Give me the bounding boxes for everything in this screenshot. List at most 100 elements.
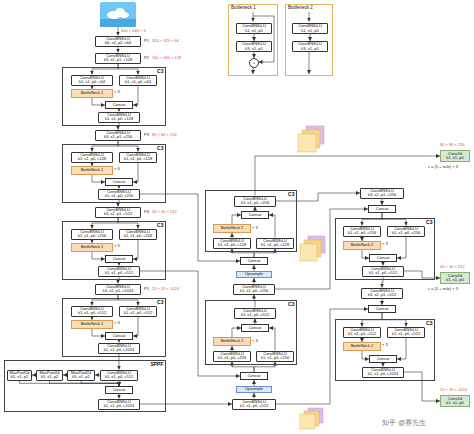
stage-label: P5 [144, 287, 149, 291]
connector [92, 141, 118, 152]
box-label: k1, s1, p0, c256 [348, 231, 376, 235]
box-label: k1, s1, p0, c512 [348, 332, 376, 336]
conv-box: ConvBNSiLUk1, s1, p0, c1024 [362, 367, 404, 378]
stage-label: P4 [144, 210, 149, 214]
conv-box: ConvBNSiLUk3, s2, p1, c512 [95, 207, 141, 218]
connector [92, 252, 105, 259]
conv-box: ConvBNSiLUk1, s1, p0, c256 [234, 196, 276, 207]
conv-box: MaxPool2dk5, s1, p2 [7, 370, 32, 381]
box-label: k1, s1, p0, c256 [241, 201, 269, 205]
feature-map-icon [300, 244, 317, 261]
box-label: k1, s1, p0, c256 [261, 356, 289, 360]
dimension-label: 80 × 80 × 256 [152, 133, 177, 137]
box-label: k1, s1, p0 [446, 156, 463, 160]
connector [269, 328, 275, 351]
repeat-count: × 6 [114, 167, 120, 171]
module-group: C3ConvBNSiLUk1, s1, p0, c512ConvBNSiLUk1… [335, 319, 435, 381]
box-label: k5, s1, p2 [72, 375, 89, 379]
bottleneck-box: BottleNeck 1 [71, 243, 113, 252]
connector [118, 47, 119, 53]
output-conv-box: Conv2dk1, s1, p0 [440, 272, 470, 284]
concat-box: Concat [105, 101, 133, 109]
box-label: Concat [376, 307, 389, 311]
connector [133, 240, 138, 260]
concat-box: Concat [105, 332, 133, 340]
conv-box: ConvBNSiLUk1, s1, p0, c1024 [98, 399, 140, 410]
repeat-count: × 3 [114, 321, 120, 325]
conv-box: ConvBNSiLUk1, s1, p0, c64 [119, 75, 157, 86]
group-title: C3 [288, 192, 294, 198]
conv-box: ConvBNSiLUk1, s1, p0, c512 [232, 399, 276, 410]
conv-box: ConvBNSiLUk1, s1, p0, c512 [119, 306, 157, 317]
concat-box: Concat [105, 178, 133, 186]
box-label: k1, s1, p0, c128 [78, 157, 106, 161]
input-image-icon [100, 19, 136, 27]
repeat-count: × 3 [252, 226, 258, 230]
connector [383, 363, 384, 367]
connector [382, 277, 383, 288]
connector [362, 351, 369, 359]
box-label: Concat [113, 257, 126, 261]
connector [397, 237, 406, 259]
box-label: k1, s1, p0, c1024 [104, 404, 134, 408]
watermark: 知乎 @赛先生 [382, 419, 426, 427]
conv-box: ConvBNSiLUk1, s1, p0, c256 [343, 226, 381, 237]
conv-box: ConvBNSiLUk1, s1, p0 [236, 23, 272, 34]
bottleneck-box: BottleNeck 2 [343, 342, 381, 351]
connector [92, 218, 118, 229]
conv-box: ConvBNSiLUk1, s1, p0, c256 [387, 226, 425, 237]
box-label: Concat [377, 256, 390, 260]
repeat-count: × 9 [114, 244, 120, 248]
module-group: C3ConvBNSiLUk1, s1, p0, c512ConcatBottle… [205, 300, 297, 365]
box-label: k5, s1, p2 [41, 375, 58, 379]
box-label: k3, s2, p1, c512 [368, 293, 396, 297]
output-conv-box: Conv2dk1, s1, p0 [440, 150, 470, 162]
box-label: k3, s2, p1, c1024 [103, 289, 133, 293]
box-label: k3, s1, p1 [245, 47, 262, 51]
repeat-count: × 3 [382, 343, 388, 347]
dimension-label: 40 × 40 × 512 [152, 210, 177, 214]
box-label: k1, s1, p0 [446, 278, 463, 282]
box-label: Upsample [245, 272, 263, 276]
box-label: k1, s1, p0 [301, 29, 318, 33]
formula-label: c = (5 + ncls) × 3 [428, 165, 458, 169]
connector [232, 249, 254, 258]
connector [92, 98, 105, 105]
box-label: BottleNeck 2 [221, 226, 244, 230]
module-group: C3ConvBNSiLUk1, s1, p0, c128ConvBNSiLUk1… [62, 144, 166, 203]
connector [232, 362, 254, 373]
box-label: k5, s1, p2 [11, 375, 28, 379]
conv-box: ConvBNSiLUk1, s1, p0, c128 [256, 238, 294, 249]
box-label: k1, s1, p0, c256 [124, 234, 152, 238]
connector [118, 218, 138, 229]
conv-box: ConvBNSiLUk1, s1, p0, c256 [233, 284, 275, 295]
box-label: k1, s1, p0, c512 [241, 313, 269, 317]
connector [397, 338, 406, 360]
bottleneck-box: BottleNeck 1 [71, 166, 113, 175]
output-arrow [253, 67, 254, 74]
connector [118, 295, 138, 306]
box-label: Concat [248, 374, 261, 378]
module-group: C3ConvBNSiLUk1, s1, p0, c64ConvBNSiLUk1,… [62, 67, 166, 126]
add-circle: + [249, 58, 259, 68]
connector [140, 404, 232, 405]
module-group: C3ConvBNSiLUk1, s1, p0, c256ConvBNSiLUk1… [62, 221, 166, 280]
connector [232, 328, 241, 337]
connector [92, 64, 118, 75]
input-arrow [253, 12, 254, 22]
connector [382, 213, 406, 226]
conv-box: ConvBNSiLUk1, s1, p0, c256 [213, 351, 251, 362]
connector [133, 163, 138, 183]
conv-box: ConvBNSiLUk1, s1, p0, c128 [98, 112, 140, 123]
box-label: Upsample [245, 387, 263, 391]
dimension-label: 640 × 640 × 3 [121, 29, 146, 33]
concat-box: Concat [105, 386, 133, 394]
conv-box: ConvBNSiLUk1, s1, p0, c512 [100, 370, 138, 381]
connector [254, 278, 255, 284]
repeat-count: × 3 [252, 339, 258, 343]
box-label: k3, s2, p1, c128 [104, 58, 132, 62]
sppf-group: SPPFConvBNSiLUk1, s1, p0, c512MaxPool2dk… [4, 360, 166, 412]
box-label: k1, s1, p0, c128 [218, 243, 246, 247]
box-label: Concat [113, 180, 126, 184]
connector [310, 34, 311, 41]
